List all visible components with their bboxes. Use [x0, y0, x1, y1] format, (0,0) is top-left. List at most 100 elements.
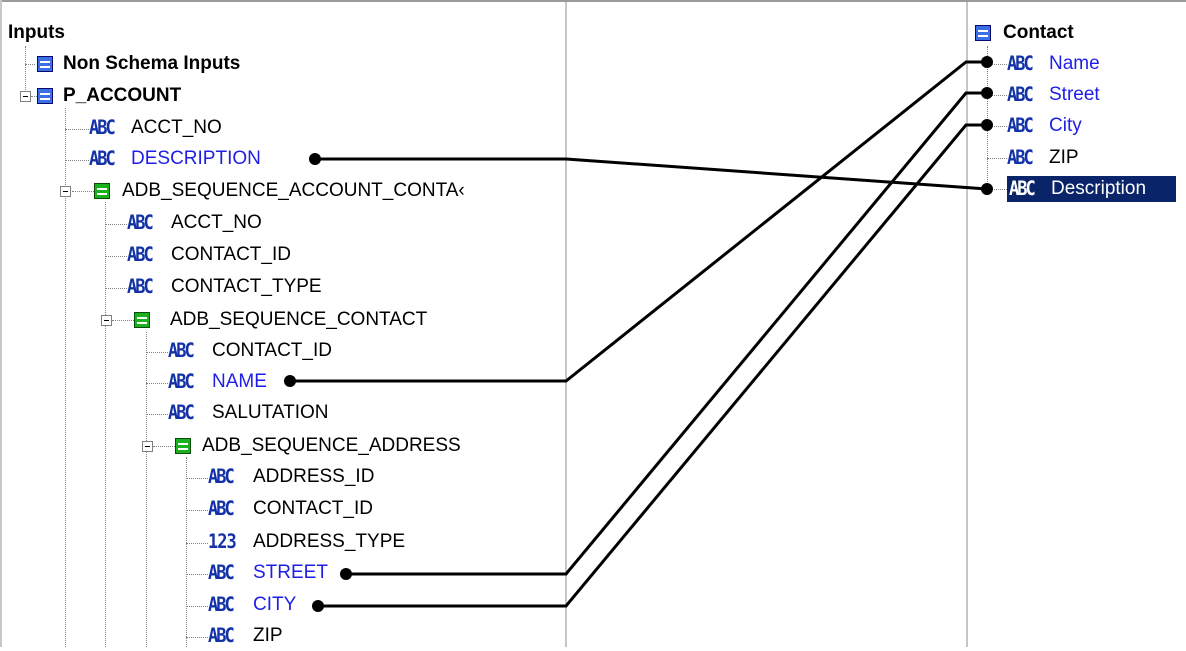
string-type-icon: ABC [168, 339, 195, 363]
tree-guide [146, 352, 168, 353]
target-node-description[interactable]: ABC Description [1007, 174, 1176, 204]
string-type-icon: ABC [1007, 146, 1034, 170]
target-panel-divider[interactable] [966, 2, 968, 647]
string-type-icon: ABC [89, 116, 116, 140]
mapping-line-street[interactable] [346, 91, 987, 576]
source-header-label: Inputs [8, 22, 65, 43]
tree-node-description[interactable]: ABC DESCRIPTION [89, 144, 261, 174]
tree-guide [186, 478, 208, 479]
string-type-icon: ABC [208, 624, 235, 648]
tree-guide [146, 383, 168, 384]
tree-node-city[interactable]: ABC CITY [208, 590, 296, 620]
node-label: Name [1049, 53, 1100, 74]
string-type-icon: ABC [208, 497, 235, 521]
node-label: Non Schema Inputs [63, 53, 241, 74]
mapping-line-name[interactable] [290, 60, 987, 383]
mapping-endpoint-dot[interactable] [340, 568, 352, 580]
node-label: CONTACT_ID [171, 244, 291, 265]
target-tree-header[interactable]: Contact [975, 18, 1074, 48]
tree-guide [31, 96, 37, 97]
string-type-icon: ABC [1007, 83, 1034, 107]
target-node-zip[interactable]: ABC ZIP [1007, 143, 1079, 173]
tree-guide [65, 108, 66, 647]
tree-guide [186, 606, 208, 607]
tree-node-contact-id[interactable]: ABC CONTACT_ID [127, 240, 291, 270]
node-label: ADB_SEQUENCE_ACCOUNT_CONTA‹ [122, 180, 465, 201]
tree-node-zip[interactable]: ABC ZIP [208, 621, 283, 651]
mapping-endpoint-dot[interactable] [981, 56, 993, 68]
collapse-toggle-icon[interactable] [60, 186, 71, 197]
mapping-endpoint-dot[interactable] [981, 87, 993, 99]
string-type-icon: ABC [1007, 52, 1034, 76]
mapping-endpoint-dot[interactable] [284, 375, 296, 387]
tree-guide [186, 457, 187, 647]
tree-node-acct-no[interactable]: ABC ACCT_NO [89, 113, 222, 143]
tree-node-contact-id-3[interactable]: ABC CONTACT_ID [208, 494, 373, 524]
target-node-name[interactable]: ABC Name [1007, 49, 1100, 79]
target-node-city[interactable]: ABC City [1007, 111, 1082, 141]
target-node-street[interactable]: ABC Street [1007, 80, 1100, 110]
tree-node-contact-id-2[interactable]: ABC CONTACT_ID [168, 336, 332, 366]
tree-node-address-type[interactable]: 123 ADDRESS_TYPE [208, 527, 405, 557]
tree-guide [105, 288, 127, 289]
tree-node-contact-type[interactable]: ABC CONTACT_TYPE [127, 272, 322, 302]
record-icon [975, 25, 991, 41]
mapping-endpoint-dot[interactable] [309, 153, 321, 165]
source-panel-divider[interactable] [565, 2, 567, 647]
tree-guide [25, 46, 26, 98]
collapse-toggle-icon[interactable] [20, 91, 31, 102]
tree-guide [25, 64, 35, 65]
tree-guide [65, 129, 89, 130]
source-tree-header: Inputs [8, 18, 65, 48]
node-label: CITY [253, 594, 297, 615]
node-label: SALUTATION [212, 402, 329, 423]
tree-guide [72, 191, 94, 192]
record-icon [37, 88, 53, 104]
tree-node-p-account[interactable]: P_ACCOUNT [37, 81, 181, 111]
tree-node-non-schema[interactable]: Non Schema Inputs [37, 49, 240, 79]
string-type-icon: ABC [89, 147, 116, 171]
tree-guide [146, 332, 147, 647]
mapping-endpoint-dot[interactable] [981, 183, 993, 195]
tree-node-seq-address[interactable]: ADB_SEQUENCE_ADDRESS [175, 431, 461, 461]
node-label: ZIP [253, 625, 283, 646]
mapping-line-city[interactable] [318, 123, 987, 608]
node-label: ADDRESS_TYPE [253, 531, 406, 552]
node-label: NAME [212, 371, 267, 392]
tree-guide [146, 414, 168, 415]
tree-guide [186, 637, 208, 638]
tree-node-name[interactable]: ABC NAME [168, 367, 267, 397]
string-type-icon: ABC [127, 211, 154, 235]
string-type-icon: ABC [1007, 114, 1034, 138]
tree-node-seq-contact[interactable]: ADB_SEQUENCE_CONTACT [134, 305, 427, 335]
string-type-icon: ABC [208, 561, 235, 585]
tree-node-acct-no-2[interactable]: ABC ACCT_NO [127, 208, 262, 238]
string-type-icon: ABC [1009, 177, 1036, 201]
tree-node-address-id[interactable]: ABC ADDRESS_ID [208, 462, 374, 492]
mapping-line-description[interactable] [315, 157, 988, 191]
node-label: P_ACCOUNT [63, 85, 182, 106]
node-label: Contact [1003, 22, 1074, 43]
tree-guide [987, 126, 1007, 127]
sequence-icon [175, 438, 191, 454]
tree-guide [186, 543, 208, 544]
string-type-icon: ABC [168, 370, 195, 394]
tree-guide [112, 320, 134, 321]
panel-left-border [0, 0, 2, 647]
collapse-toggle-icon[interactable] [142, 441, 153, 452]
tree-node-seq-account-contact[interactable]: ADB_SEQUENCE_ACCOUNT_CONTA‹ [94, 176, 465, 206]
tree-node-salutation[interactable]: ABC SALUTATION [168, 398, 328, 428]
tree-guide [105, 202, 106, 647]
string-type-icon: ABC [208, 593, 235, 617]
tree-guide [987, 95, 1007, 96]
panel-top-border [0, 0, 1186, 2]
string-type-icon: ABC [127, 275, 154, 299]
node-label: Street [1049, 84, 1100, 105]
number-type-icon: 123 [208, 530, 237, 554]
sequence-icon [134, 312, 150, 328]
tree-node-street[interactable]: ABC STREET [208, 558, 328, 588]
collapse-toggle-icon[interactable] [101, 315, 112, 326]
mapping-endpoint-dot[interactable] [981, 119, 993, 131]
mapping-endpoint-dot[interactable] [312, 600, 324, 612]
